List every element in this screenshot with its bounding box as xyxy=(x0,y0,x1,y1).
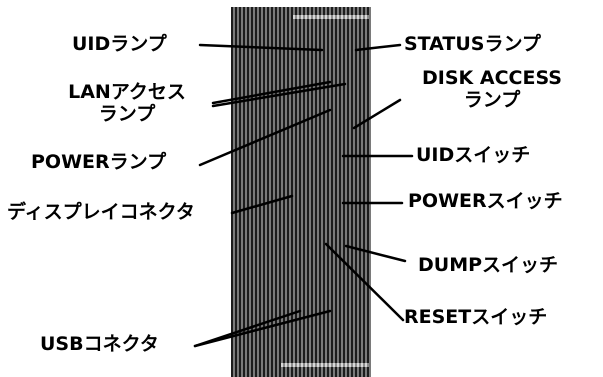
usb-connector-leader-b xyxy=(193,309,332,348)
uid-switch-label: UIDスイッチ xyxy=(416,144,531,166)
dump-switch-label: DUMPスイッチ xyxy=(418,254,559,276)
usb-connector-label: USBコネクタ xyxy=(40,333,159,355)
disk-access-lamp-leader xyxy=(352,98,402,130)
display-connector-label: ディスプレイコネクタ xyxy=(7,201,195,223)
disk-access-lamp-label-line1: DISK ACCESS xyxy=(422,67,562,89)
reset-switch-leader xyxy=(324,242,405,322)
lan-access-lamp-leader-b xyxy=(211,82,347,108)
uid-lamp-leader xyxy=(198,43,324,52)
lan-access-lamp-label-line1: LANアクセス xyxy=(68,81,186,103)
lan-access-lamp-leader-a xyxy=(211,80,332,105)
status-lamp-label: STATUSランプ xyxy=(404,33,541,55)
uid-lamp-label: UIDランプ xyxy=(72,33,167,55)
power-switch-label: POWERスイッチ xyxy=(408,190,563,212)
display-connector-leader xyxy=(230,194,294,215)
lan-access-lamp-label: LANアクセス ランプ xyxy=(37,81,217,126)
panel-top-vent-highlight xyxy=(293,15,369,19)
power-lamp-label: POWERランプ xyxy=(31,151,167,173)
power-lamp-leader xyxy=(198,108,332,167)
disk-access-lamp-label: DISK ACCESS ランプ xyxy=(392,67,592,112)
usb-connector-leader-a xyxy=(193,309,302,348)
panel-bottom-vent-highlight xyxy=(281,363,369,367)
dump-switch-leader xyxy=(344,244,407,263)
disk-access-lamp-label-line2: ランプ xyxy=(463,88,521,111)
status-lamp-leader xyxy=(354,43,402,52)
lan-access-lamp-label-line2: ランプ xyxy=(98,102,156,125)
reset-switch-label: RESETスイッチ xyxy=(404,306,548,328)
server-front-panel xyxy=(231,7,371,377)
